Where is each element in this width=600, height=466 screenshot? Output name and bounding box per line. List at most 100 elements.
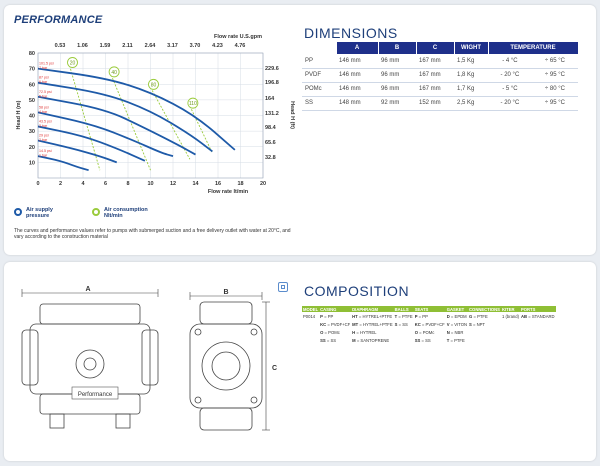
composition-code: M — [352, 337, 356, 343]
pdf-icon[interactable] — [278, 282, 288, 292]
dimensions-cell: 146 mm — [336, 82, 378, 97]
series-label-bar: 5 bar — [39, 94, 48, 98]
composition-header-model: MODEL — [302, 306, 320, 312]
composition-cell: N = NBR — [446, 329, 464, 335]
y2-tick-label: 32.8 — [265, 155, 276, 161]
front-right-chamber — [141, 329, 159, 386]
composition-cell: 1 (brand) — [501, 313, 519, 319]
front-foot-left — [49, 413, 65, 429]
front-top-manifold — [39, 303, 141, 325]
x-axis-label: Flow rate lt/min — [208, 189, 249, 195]
composition-code: KC — [414, 321, 421, 327]
legend-air-consumption-label: Air consumption Nlt/min — [104, 207, 148, 219]
composition-cell: V = VITON — [446, 321, 468, 327]
x2-tick-label: 1.06 — [77, 43, 88, 49]
dimensions-header-weight: WIGHT — [454, 42, 489, 54]
composition-cell: D = EPDM — [446, 313, 467, 319]
x-tick-label: 14 — [192, 181, 199, 187]
composition-cell: T = PTFE — [446, 337, 465, 343]
y2-tick-label: 65.6 — [265, 140, 276, 146]
x-tick-label: 6 — [104, 181, 107, 187]
series-label-psi: 72.5 psi — [39, 90, 52, 94]
dimensions-cell: - 20 °C — [488, 68, 532, 83]
composition-code: S — [469, 321, 472, 327]
x-tick-label: 0 — [36, 181, 39, 187]
front-body — [29, 323, 151, 395]
dimensions-cell: POMc — [302, 82, 336, 97]
performance-title: PERFORMANCE — [14, 14, 103, 26]
consumption-line — [189, 105, 213, 154]
dimensions-cell: 167 mm — [416, 54, 454, 69]
y-tick-label: 60 — [29, 82, 35, 88]
consumption-marker — [148, 78, 159, 90]
dim-label-a: A — [85, 286, 90, 293]
dimensions-cell: PP — [302, 54, 336, 69]
composition-row: O = POMc H = HYTREL O = POMc N = NBR — [302, 328, 556, 336]
side-body — [189, 323, 263, 409]
composition-code: SS — [414, 337, 421, 343]
series-label-bar: 4 bar — [39, 110, 48, 114]
consumption-line — [110, 74, 151, 171]
series-label-psi: 14.5 psi — [39, 149, 52, 153]
x-tick-label: 18 — [237, 181, 243, 187]
dimensions-cell: ÷ 80 °C — [531, 82, 578, 97]
dimensions-cell: 152 mm — [416, 96, 454, 111]
dimensions-cell: 146 mm — [336, 68, 378, 83]
x2-tick-label: 4.76 — [235, 43, 246, 49]
performance-note: The curves and performance values refer … — [14, 228, 291, 240]
y-tick-label: 50 — [29, 98, 35, 104]
series-label-psi: 58 psi — [39, 105, 49, 109]
composition-code: D — [446, 313, 450, 319]
x2-tick-label: 2.11 — [122, 43, 132, 49]
dimensions-header-c: C — [416, 42, 455, 54]
composition-cell: P = PP — [320, 313, 334, 319]
dimensions-cell: 96 mm — [378, 68, 416, 83]
chart-frame — [37, 52, 264, 179]
side-diaphragm-inner — [211, 351, 241, 381]
dimensions-cell: 167 mm — [416, 68, 454, 83]
composition-header-gasket: GASKET — [445, 306, 469, 312]
composition-cell: O = POMc — [414, 329, 435, 335]
dimensions-cell: ÷ 95 °C — [531, 96, 578, 111]
legend-air-consumption-marker — [92, 208, 100, 216]
composition-cell: MT = HYTREL+PTFE — [352, 321, 393, 327]
composition-cell: S = NPT — [469, 321, 485, 327]
composition-header-kiter: KITER — [500, 306, 520, 312]
consumption-line — [69, 65, 101, 171]
x2-axis-label: Flow rate U.S.gpm — [214, 34, 262, 40]
dimensions-cell: PVDF — [302, 68, 336, 83]
consumption-label: 80 — [151, 82, 157, 88]
composition-cell: KC = PVDF+CF — [414, 321, 445, 327]
composition-cell: H = HYTREL — [352, 329, 377, 335]
consumption-label: 20 — [70, 61, 76, 67]
x-tick-label: 20 — [260, 181, 266, 187]
composition-code: T — [394, 313, 398, 319]
dimensions-title: DIMENSIONS — [304, 25, 398, 41]
consumption-marker — [67, 57, 78, 68]
composition-cell: G = PTFE — [469, 313, 488, 319]
composition-code: AB — [520, 313, 528, 319]
composition-code: H — [352, 329, 356, 335]
series-label-psi: 43.5 psi — [39, 119, 52, 123]
dimensions-cell: 167 mm — [416, 82, 454, 97]
y-tick-label: 40 — [29, 114, 35, 120]
composition-header-seats: SEATS — [413, 306, 446, 312]
y-tick-label: 30 — [29, 129, 35, 135]
composition-code: S — [394, 321, 398, 327]
composition-cell: P = PP — [414, 313, 428, 319]
composition-code: T — [446, 337, 450, 343]
y2-tick-label: 164 — [265, 96, 275, 102]
dimensions-header-material — [302, 42, 337, 54]
series-label-psi: 101.5 psi — [39, 62, 54, 66]
dimensions-cell: - 5 °C — [488, 82, 532, 97]
front-center-port — [75, 349, 105, 379]
composition-cell: O = POMc — [320, 329, 340, 335]
front-foot-right — [115, 413, 131, 429]
x-tick-label: 12 — [170, 181, 176, 187]
x2-tick-label: 4.23 — [212, 43, 223, 49]
dimensions-cell: 2,5 Kg — [454, 96, 488, 111]
